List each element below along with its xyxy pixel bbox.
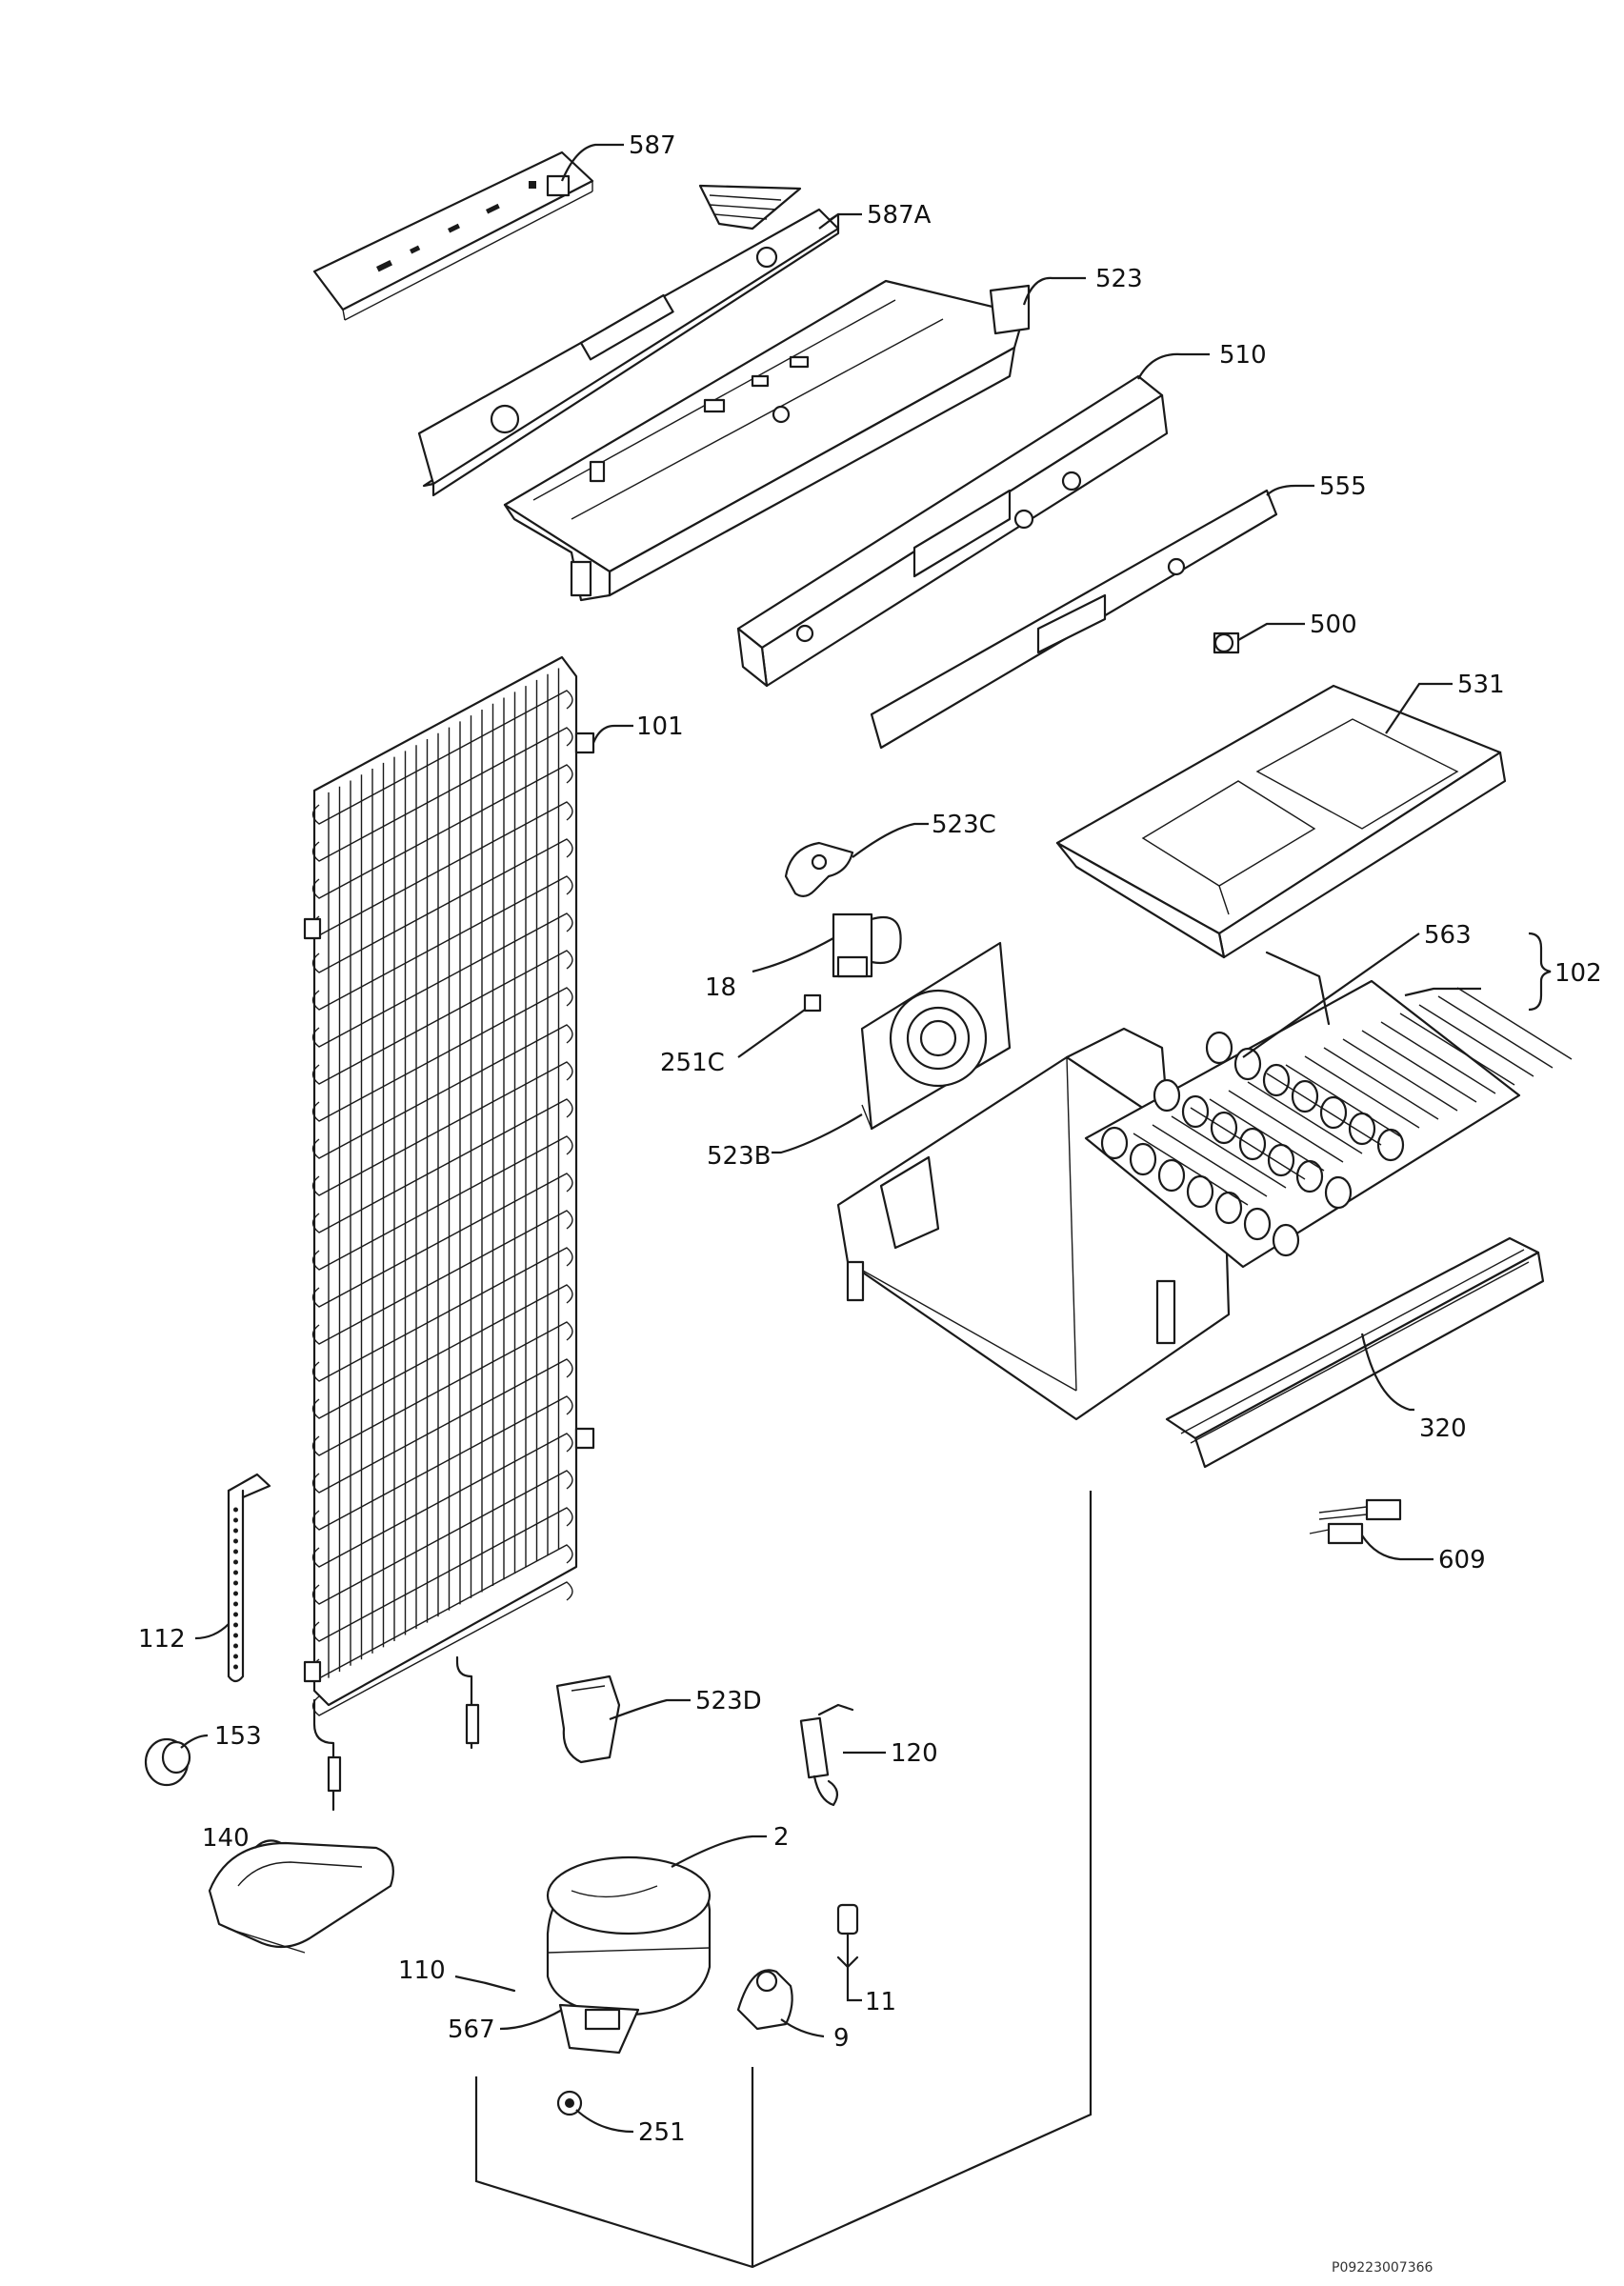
part-587-control-board[interactable] — [312, 150, 594, 321]
part-523-housing[interactable] — [503, 279, 1031, 602]
callout-9: 9 — [833, 2024, 850, 2053]
part-251-nut[interactable] — [556, 2090, 583, 2116]
callout-18: 18 — [705, 973, 736, 1002]
callout-120: 120 — [891, 1739, 938, 1768]
callout-510: 510 — [1219, 341, 1267, 370]
callout-112: 112 — [138, 1625, 186, 1654]
callout-555: 555 — [1319, 472, 1367, 501]
part-523D-bracket[interactable] — [555, 1674, 621, 1764]
part-563-evaporator-coil[interactable] — [1084, 951, 1573, 1269]
part-120-thermostat[interactable] — [799, 1703, 854, 1807]
callout-101: 101 — [636, 712, 684, 741]
callout-251C: 251C — [660, 1049, 725, 1077]
part-523B-fan-housing[interactable] — [860, 941, 1012, 1131]
grouping-outline — [474, 1491, 1093, 2269]
callout-110: 110 — [398, 1956, 446, 1985]
part-609-connectors[interactable] — [1309, 1498, 1402, 1545]
part-110-pin[interactable] — [484, 1981, 516, 1993]
callout-523B: 523B — [707, 1142, 771, 1171]
callout-500: 500 — [1310, 611, 1357, 639]
callout-153: 153 — [214, 1722, 262, 1751]
part-11-sensor[interactable] — [836, 1903, 859, 1969]
part-9-relay[interactable] — [736, 1969, 793, 2031]
part-510-control-panel[interactable] — [736, 374, 1169, 688]
callout-531: 531 — [1457, 671, 1505, 699]
callout-523C: 523C — [932, 811, 996, 839]
callout-2: 2 — [773, 1823, 790, 1852]
callout-567: 567 — [448, 2015, 495, 2044]
part-18-fan-motor[interactable] — [832, 912, 902, 978]
callout-320: 320 — [1419, 1414, 1467, 1443]
callout-609: 609 — [1438, 1546, 1486, 1574]
callout-523D: 523D — [695, 1687, 762, 1715]
part-140-tray[interactable] — [208, 1841, 394, 1954]
part-555-decor-strip[interactable] — [870, 489, 1278, 750]
part-251C-spacer[interactable] — [803, 993, 822, 1013]
callout-587: 587 — [629, 131, 676, 160]
callout-102: 102 — [1554, 959, 1602, 988]
part-500-knob[interactable] — [1213, 632, 1240, 654]
callout-140: 140 — [202, 1824, 250, 1853]
callout-563: 563 — [1424, 921, 1472, 950]
part-587A-board-carrier[interactable] — [417, 184, 840, 497]
part-153-grommet[interactable] — [144, 1737, 191, 1787]
callout-group: 587 587A 523 510 555 500 531 101 523C 56… — [138, 131, 1602, 2147]
part-2-compressor[interactable] — [546, 1855, 712, 2055]
part-112-filter-tube[interactable] — [227, 1473, 271, 1683]
document-code: P09223007366 — [1332, 2260, 1434, 2276]
callout-11: 11 — [865, 1988, 896, 2016]
callout-523: 523 — [1095, 265, 1143, 293]
callout-587A: 587A — [867, 201, 932, 230]
part-531-shelf-cover[interactable] — [1055, 684, 1507, 959]
callout-251: 251 — [638, 2118, 686, 2147]
part-101-condenser[interactable] — [303, 655, 595, 1812]
part-523C-fan-clip[interactable] — [784, 841, 854, 897]
